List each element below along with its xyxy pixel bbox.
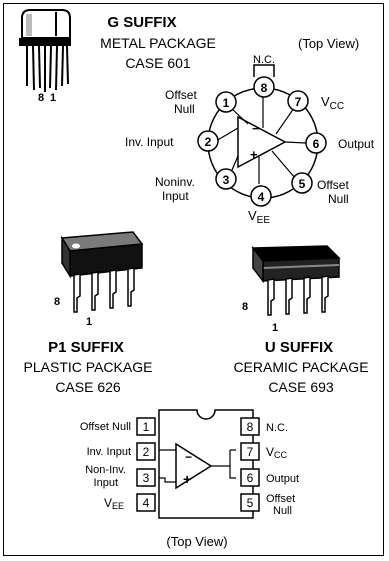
dip-opamp-triangle xyxy=(175,442,213,490)
dip-pin-1-number: 1 xyxy=(143,420,150,434)
dip-pin-2-number: 2 xyxy=(143,445,150,459)
circle-pin-3-label-line2: Input xyxy=(162,189,189,203)
plastic-dip-pin-8-label: 8 xyxy=(54,296,60,308)
dip-pin-5-number: 5 xyxy=(247,496,254,510)
circle-pin-7-label: VCC xyxy=(321,94,344,112)
circle-pin-2-number: 2 xyxy=(205,135,212,149)
p1-suffix-package: PLASTIC PACKAGE xyxy=(24,359,153,375)
u-suffix-package: CERAMIC PACKAGE xyxy=(233,359,368,375)
dip-pinout xyxy=(136,409,260,519)
metal-can-pin-1-label: 1 xyxy=(50,92,56,104)
circle-pin-5-number: 5 xyxy=(299,177,306,191)
circle-pin-7: 7 xyxy=(287,90,309,112)
plastic-dip-illustration xyxy=(60,231,144,313)
u-suffix-case: CASE 693 xyxy=(268,379,334,395)
dip-pin-7-label: VCC xyxy=(266,445,288,460)
circle-pin-1-label-line2: Null xyxy=(174,102,195,116)
circle-pin-5-label-line2: Null xyxy=(328,192,349,206)
circle-pin-8-label: N.C. xyxy=(253,54,275,66)
circle-pin-8-number: 8 xyxy=(261,81,268,95)
circle-pin-8: 8 xyxy=(253,76,275,98)
dip-top-view-label: (Top View) xyxy=(166,534,227,549)
circle-pin-3: 3 xyxy=(215,168,237,190)
metal-can-pin-8-label: 8 xyxy=(38,92,44,104)
circle-pin-1-label-line1: Offset xyxy=(165,88,197,102)
circle-pin-2: 2 xyxy=(197,130,219,152)
p1-suffix-case: CASE 626 xyxy=(55,379,121,395)
g-suffix-title: G SUFFIX xyxy=(107,14,176,31)
g-suffix-top-view-label: (Top View) xyxy=(298,36,359,51)
circle-pin-4-number: 4 xyxy=(258,190,265,204)
circle-pin-4-label: VEE xyxy=(248,208,270,226)
p1-suffix-title: P1 SUFFIX xyxy=(48,339,124,356)
dip-pin-2-label: Inv. Input xyxy=(87,446,131,458)
opamp-triangle xyxy=(237,115,287,169)
dip-pin-1-label: Offset Null xyxy=(80,421,131,433)
circle-pin-6-label: Output xyxy=(338,137,375,151)
dip-pin-8-label: N.C. xyxy=(266,422,288,434)
circle-pin-1-number: 1 xyxy=(223,96,230,110)
dip-pin-5-label-line2: Null xyxy=(273,505,292,517)
dip-pin-8-number: 8 xyxy=(247,420,254,434)
circle-pin-3-number: 3 xyxy=(223,173,230,187)
circle-pin-4: 4 xyxy=(250,185,272,207)
g-suffix-package: METAL PACKAGE xyxy=(100,35,216,51)
dip-pin-3-number: 3 xyxy=(143,471,150,485)
dip-pin-3-label-line2: Input xyxy=(94,477,118,489)
dip-pin-4-label: VEE xyxy=(104,496,124,511)
dip-pin-7-number: 7 xyxy=(247,445,254,459)
circle-pin-6-number: 6 xyxy=(313,137,320,151)
circle-pin-1: 1 xyxy=(215,91,237,113)
plastic-dip-pin-1-label: 1 xyxy=(86,316,92,328)
ceramic-dip-illustration xyxy=(251,245,341,316)
circle-pin-3-label-line1: Noninv. xyxy=(155,175,195,189)
ceramic-dip-pin-1-label: 1 xyxy=(272,322,278,334)
ceramic-dip-pin-8-label: 8 xyxy=(242,301,248,313)
dip-opamp-plus-sign: + xyxy=(183,471,191,487)
dip-pin-3-label-line1: Non-Inv. xyxy=(85,464,126,476)
dip-pin-6-label: Output xyxy=(266,473,299,485)
figure-frame xyxy=(3,3,384,556)
dip-opamp-minus-sign: − xyxy=(185,450,192,464)
dip-pin-6-number: 6 xyxy=(247,471,254,485)
g-suffix-case: CASE 601 xyxy=(125,55,191,71)
circle-pin-7-number: 7 xyxy=(295,95,302,109)
metal-can-package-illustration xyxy=(19,9,71,92)
dip-pin-5-label-line1: Offset xyxy=(266,493,295,505)
opamp-plus-sign: + xyxy=(250,147,258,162)
u-suffix-title: U SUFFIX xyxy=(265,339,333,356)
dip-pin-4-number: 4 xyxy=(143,496,150,510)
circle-pin-6: 6 xyxy=(305,132,327,154)
circle-pin-5: 5 xyxy=(291,172,313,194)
opamp-minus-sign: − xyxy=(252,121,260,136)
circle-pin-2-label: Inv. Input xyxy=(125,135,174,149)
circle-pin-5-label-line1: Offset xyxy=(317,178,349,192)
